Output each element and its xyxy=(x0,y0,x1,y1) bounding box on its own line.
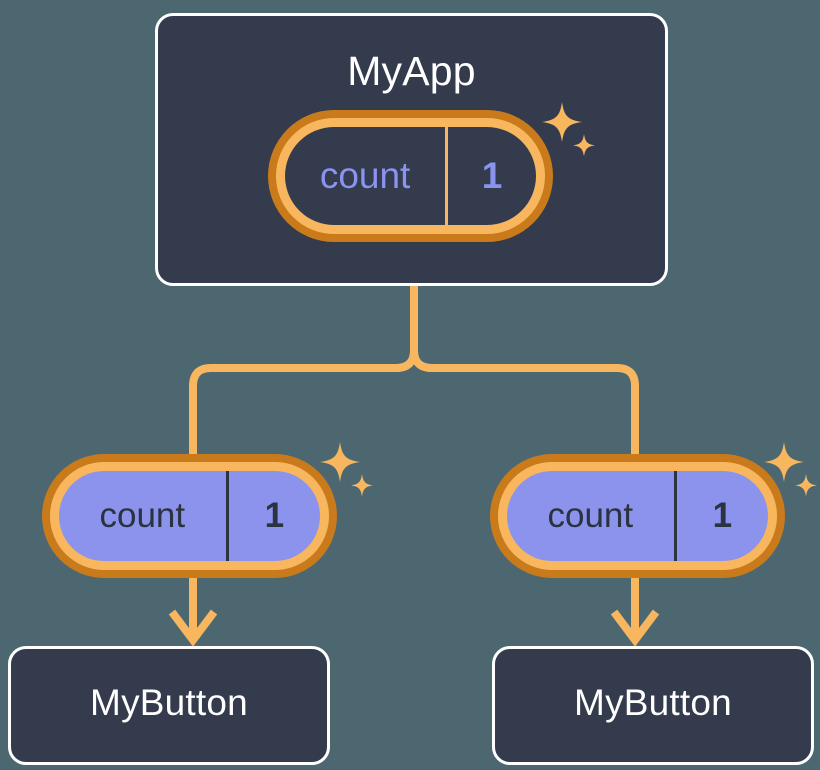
state-value: 1 xyxy=(712,496,733,535)
state-pill-body: count 1 xyxy=(285,127,536,225)
page-title: MyApp xyxy=(347,48,476,94)
sparkle-large-icon xyxy=(320,442,360,482)
component-label: MyButton xyxy=(90,682,248,723)
state-pill-body: count 1 xyxy=(59,471,320,561)
state-pill-branch-left[interactable]: count 1 xyxy=(42,454,337,578)
component-card-mybutton-left[interactable]: MyButton xyxy=(8,646,330,765)
state-key: count xyxy=(285,127,449,225)
connector-tree-path xyxy=(189,286,418,456)
arrow-left-head xyxy=(168,609,218,647)
state-key: count xyxy=(59,471,229,561)
sparkle-small-icon xyxy=(795,474,817,497)
state-pill-branch-right[interactable]: count 1 xyxy=(490,454,785,578)
component-card-mybutton-right[interactable]: MyButton xyxy=(492,646,814,765)
state-pill-ring: count 1 xyxy=(276,118,545,234)
state-value: 1 xyxy=(264,496,285,535)
state-pill-body: count 1 xyxy=(507,471,768,561)
state-value: 1 xyxy=(481,155,503,196)
state-pill-ring: count 1 xyxy=(498,462,777,570)
state-pill-root[interactable]: count 1 xyxy=(268,110,553,242)
state-pill-ring: count 1 xyxy=(50,462,329,570)
arrow-right-head xyxy=(610,609,660,647)
component-label: MyButton xyxy=(574,682,732,723)
state-key: count xyxy=(507,471,677,561)
connector-tree-path-right xyxy=(410,286,639,456)
sparkle-small-icon xyxy=(351,474,373,497)
